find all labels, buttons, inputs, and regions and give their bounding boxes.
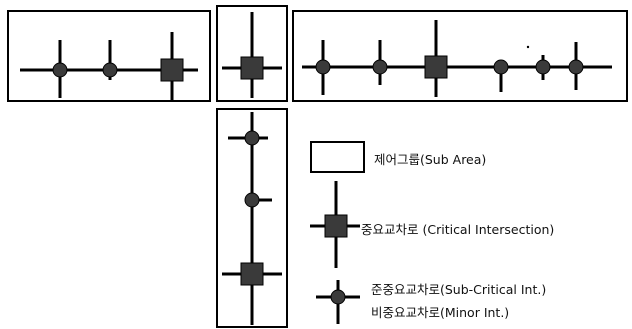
critical-intersection [240,262,264,286]
sub-critical-intersection [315,59,331,75]
critical-intersection [160,58,184,82]
legend-critical-symbol [324,214,348,238]
sub-critical-intersection [52,62,68,78]
legend [310,141,365,324]
sub-area-2 [216,5,288,102]
sub-area-3 [292,10,628,102]
minor-intersection [244,130,260,146]
sub-critical-intersection [102,62,118,78]
sub-area-1-border [7,10,211,102]
legend-sub-critical-label: 준중요교차로(Sub-Critical Int.) [371,282,547,297]
sub-area-1 [7,10,211,102]
minor-intersection [244,192,260,208]
sub-area-3-border [292,10,628,102]
legend-minor-symbol [330,289,346,305]
sub-area-4 [216,108,288,328]
sub-area-4-border [216,108,288,328]
minor-intersection [493,59,509,75]
minor-intersection [535,59,551,75]
critical-intersection [240,56,264,80]
minor-intersection [568,59,584,75]
legend-sub-area-label: 제어그룹(Sub Area) [374,152,487,167]
sub-area-2-border [216,5,288,102]
critical-intersection [424,55,448,79]
legend-critical-label: 중요교차로 (Critical Intersection) [361,222,555,237]
sub-critical-intersection [372,59,388,75]
legend-sub-area-symbol [310,141,365,173]
stray-dot [526,45,530,49]
legend-minor-label: 비중요교차로(Minor Int.) [371,305,510,320]
